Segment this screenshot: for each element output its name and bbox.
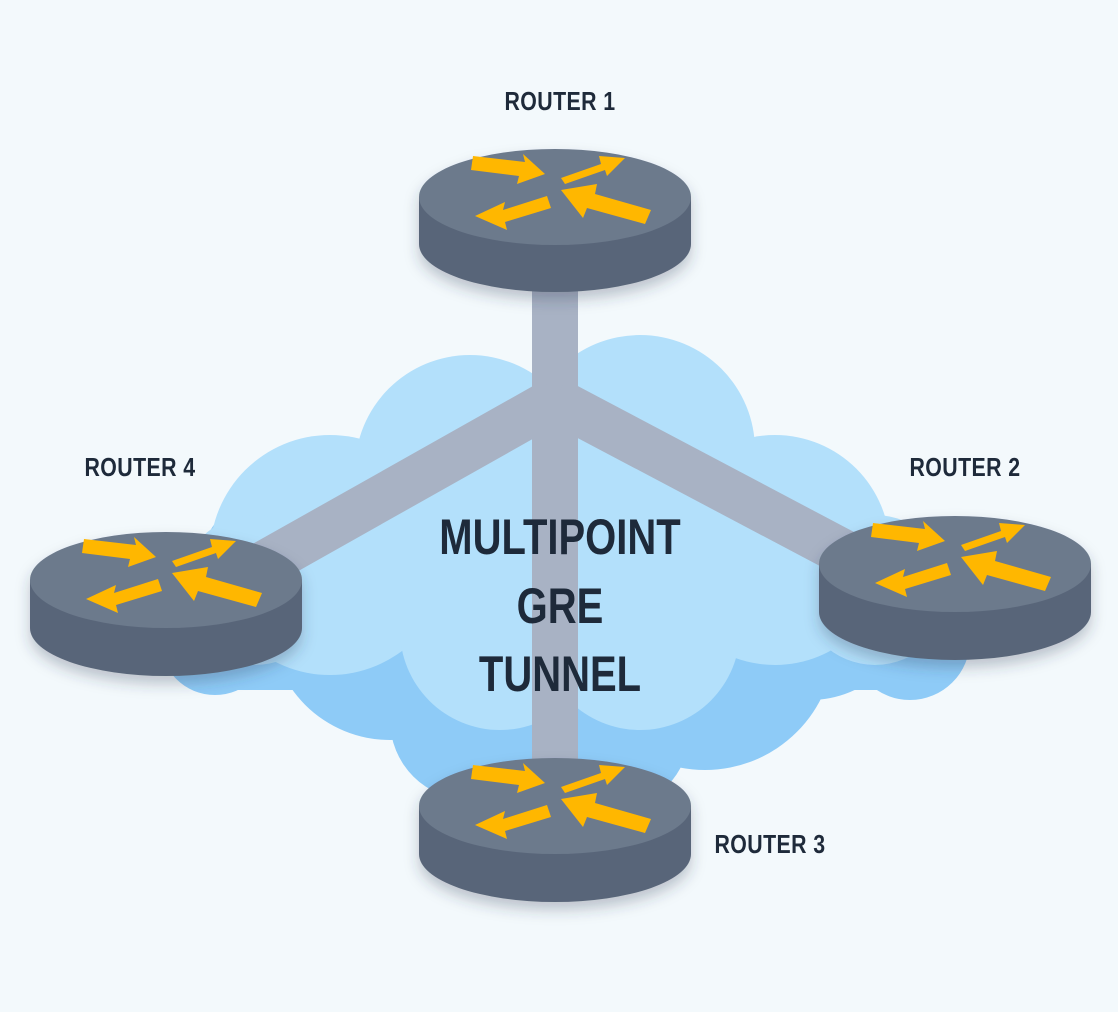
router-4-label: ROUTER 4 [84,452,196,482]
diagram-title-line-1: MULTIPOINT [439,509,681,565]
router-3[interactable] [419,758,691,902]
router-3-label: ROUTER 3 [714,829,826,859]
router-1[interactable] [419,149,691,292]
diagram-title-line-2: GRE TUNNEL [478,578,642,702]
router-1-label: ROUTER 1 [504,86,616,116]
router-2-label: ROUTER 2 [909,452,1021,482]
router-2[interactable] [819,516,1091,660]
router-4[interactable] [30,532,302,676]
